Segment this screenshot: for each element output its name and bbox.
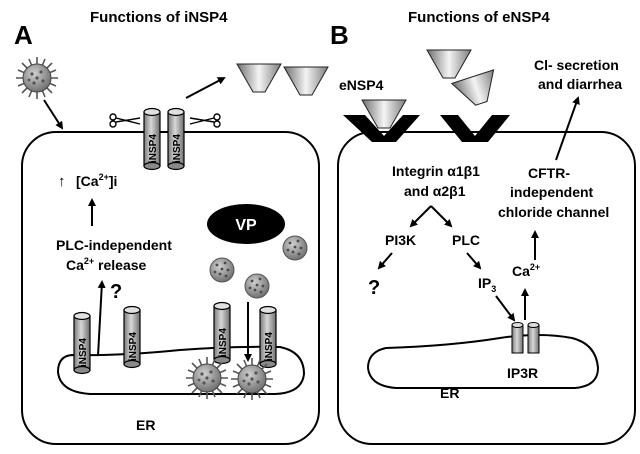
er-insp4-channel: iNSP4: [213, 301, 231, 365]
channel-label: iNSP4: [264, 332, 275, 361]
virion-icon: [282, 235, 308, 261]
channel-label: iNSP4: [218, 328, 229, 357]
cftr-label-2: independent: [510, 184, 594, 200]
integrin-label: Integrin α1β1: [392, 163, 480, 179]
er-insp4-channel: iNSP4: [123, 305, 141, 369]
ca-label: Ca2+: [512, 262, 540, 279]
panel-a: A Functions of iNSP4 iNSP4 iNSP4: [14, 9, 329, 445]
rotavirus-icon: [185, 356, 229, 400]
integrin-receptor: [343, 115, 420, 142]
ip3r-label: IP3R: [507, 365, 538, 381]
membrane-insp4-channel: iNSP4 iNSP4: [143, 107, 185, 171]
virion-icon: [244, 273, 270, 299]
ip3r-channel: [511, 322, 540, 354]
ensp4-funnel-icon: [426, 49, 472, 79]
channel-label: iNSP4: [172, 134, 183, 163]
cl-secretion-label: Cl- secretion: [534, 57, 619, 73]
plc-independent-label: PLC-independent: [56, 237, 172, 253]
integrin-receptor: [440, 115, 510, 142]
pi3k-label: PI3K: [385, 232, 416, 248]
question-mark: ?: [110, 281, 122, 303]
ca-release-label: Ca2+ release: [66, 256, 147, 273]
scissors-icon: [189, 113, 221, 128]
rotavirus-icon: [230, 357, 274, 401]
ensp4-funnel-icon: [283, 66, 329, 96]
panel-a-letter: A: [14, 20, 33, 50]
channel-label: iNSP4: [128, 332, 139, 361]
panel-b: B Functions of eNSP4 eNSP4 Integrin α1β1…: [330, 9, 636, 445]
er-label: ER: [440, 385, 459, 401]
er-insp4-channel: iNSP4: [73, 311, 91, 375]
ensp4-label: eNSP4: [339, 77, 384, 93]
plc-label: PLC: [452, 232, 480, 248]
cell-a: [21, 131, 320, 445]
plc-arrow: [466, 252, 482, 270]
vp-label: VP: [235, 217, 257, 234]
virus-entry-arrow: [43, 99, 64, 130]
rotavirus-icon: [15, 56, 59, 100]
vp-viroplasm: [207, 204, 285, 244]
release-arrow: [185, 77, 226, 99]
er-release-arrow: [97, 280, 106, 357]
ca-up-arrow: ↑: [58, 173, 66, 190]
to-plc-arrow: [430, 205, 453, 228]
channel-label: iNSP4: [78, 338, 89, 367]
panel-b-title: Functions of eNSP4: [408, 9, 550, 26]
cytosolic-ca-label: [Ca2+]i: [76, 172, 117, 189]
scissors-icon: [109, 113, 141, 128]
ensp4-funnel-icon: [236, 63, 282, 93]
ensp4-funnel-icon: [451, 69, 503, 111]
cftr-label-3: chloride channel: [498, 204, 609, 220]
panel-b-letter: B: [330, 20, 349, 50]
er-label: ER: [136, 417, 155, 433]
ip3-label: IP3: [478, 275, 496, 294]
er-b: [366, 334, 600, 389]
er-insp4-channel: iNSP4: [259, 305, 277, 369]
diarrhea-label: and diarrhea: [538, 76, 622, 92]
virion-icon: [209, 257, 235, 283]
cftr-label: CFTR-: [528, 165, 570, 181]
pi3k-arrow: [377, 252, 393, 270]
to-diarrhea-arrow: [555, 96, 580, 161]
ip3-arrow: [495, 295, 516, 322]
panel-a-title: Functions of iNSP4: [90, 9, 228, 26]
er-a: [56, 345, 306, 395]
channel-label: iNSP4: [148, 134, 159, 163]
to-pi3k-arrow: [409, 205, 432, 228]
question-mark: ?: [368, 277, 380, 299]
integrin-label-2: and α2β1: [404, 183, 466, 199]
